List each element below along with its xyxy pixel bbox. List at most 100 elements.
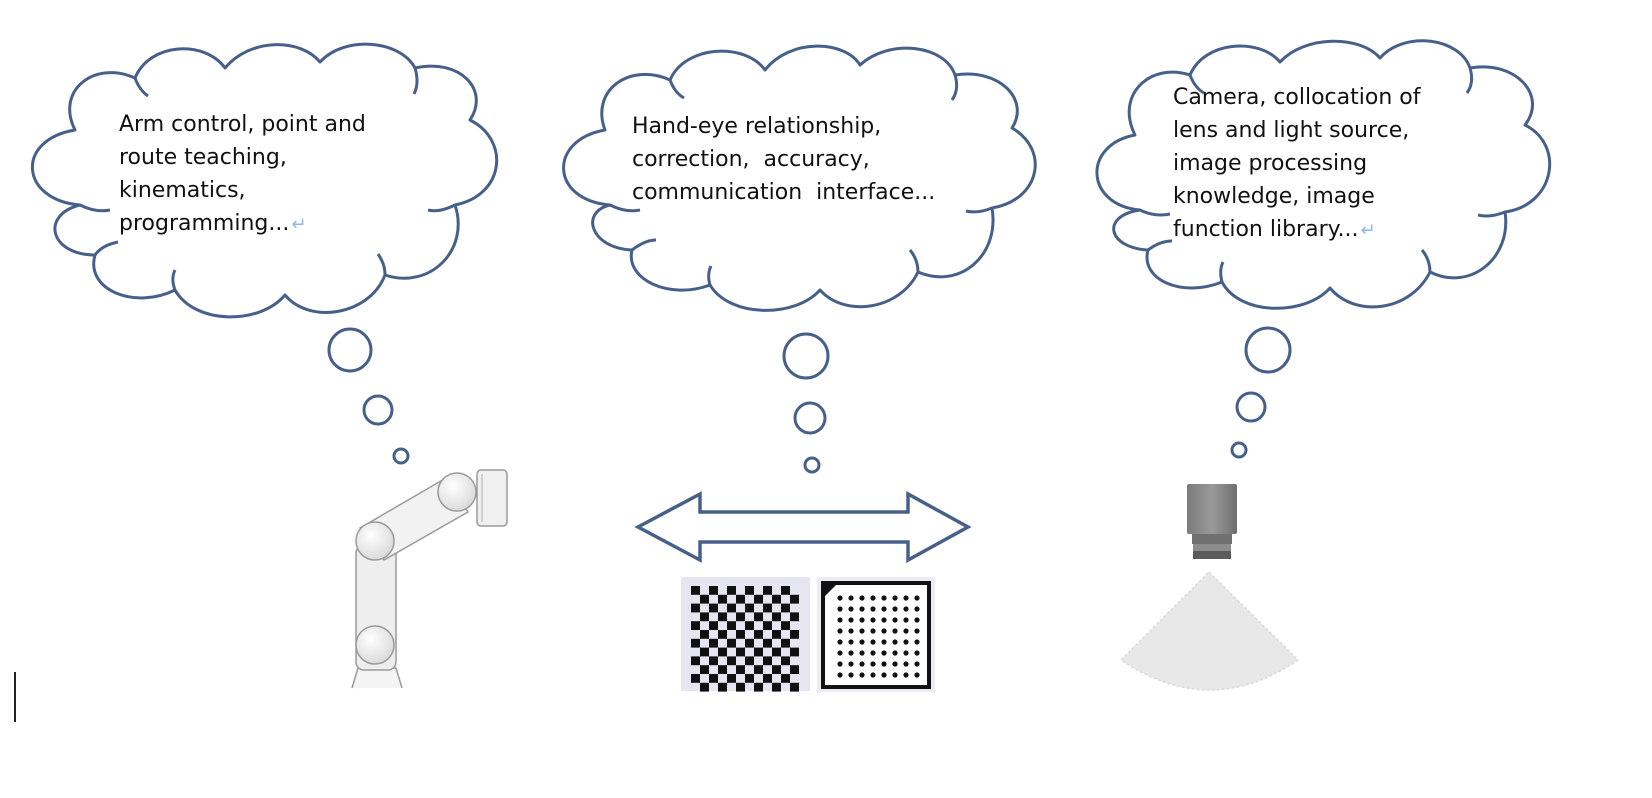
- calibration-dot: [881, 617, 887, 623]
- checker-square: [709, 621, 718, 630]
- checker-square: [718, 647, 727, 657]
- checker-square: [727, 674, 736, 683]
- checker-square: [781, 603, 790, 613]
- checkerboard-calibration-icon: [681, 577, 810, 692]
- calibration-dot: [903, 672, 909, 678]
- checker-square: [781, 638, 790, 648]
- calibration-dot: [837, 606, 843, 612]
- checker-square: [772, 665, 781, 674]
- thought-bubbles-hand-eye: [782, 332, 830, 474]
- checker-square: [691, 638, 700, 648]
- calibration-dot: [837, 661, 843, 667]
- calibration-dot: [892, 617, 898, 623]
- checker-square: [736, 594, 745, 604]
- checker-square: [709, 674, 718, 683]
- calibration-dot: [881, 672, 887, 678]
- checker-square: [700, 612, 709, 622]
- calibration-dot: [914, 595, 920, 601]
- checker-square: [691, 603, 700, 613]
- calibration-dot: [848, 595, 854, 601]
- checker-square: [718, 630, 727, 639]
- calibration-dot: [903, 639, 909, 645]
- text-line: image processing: [1173, 151, 1368, 176]
- calibration-dot: [892, 650, 898, 656]
- checker-square: [781, 674, 790, 683]
- checker-square: [745, 603, 754, 613]
- checker-square: [754, 594, 763, 604]
- checker-square: [709, 586, 718, 595]
- checker-square: [727, 603, 736, 613]
- calibration-dot: [881, 628, 887, 634]
- checker-square: [736, 665, 745, 674]
- calibration-dot: [870, 650, 876, 656]
- checker-square: [745, 586, 754, 595]
- calibration-dot: [903, 628, 909, 634]
- calibration-dot: [837, 650, 843, 656]
- calibration-dot: [903, 595, 909, 601]
- checker-square: [700, 665, 709, 674]
- dot-grid-calibration-icon: [817, 577, 935, 692]
- checker-square: [745, 656, 754, 666]
- calibration-dot: [870, 595, 876, 601]
- text-line: route teaching,: [119, 145, 287, 170]
- checker-square: [763, 603, 772, 613]
- calibration-dot: [837, 628, 843, 634]
- checker-square: [772, 612, 781, 622]
- calibration-dot: [914, 639, 920, 645]
- checker-square: [700, 647, 709, 657]
- checker-square: [709, 603, 718, 613]
- calibration-dot: [848, 639, 854, 645]
- text-line: Arm control, point and: [119, 112, 366, 137]
- calibration-dot: [903, 650, 909, 656]
- checker-square: [763, 674, 772, 683]
- calibration-dot: [892, 639, 898, 645]
- checker-square: [781, 656, 790, 666]
- checker-square: [790, 665, 799, 674]
- thought-cloud-hand-eye: [562, 44, 1037, 312]
- calibration-dot: [914, 672, 920, 678]
- checker-square: [754, 665, 763, 674]
- checker-square: [763, 656, 772, 666]
- checker-square: [718, 612, 727, 622]
- text-line: programming...↵: [119, 207, 366, 241]
- calibration-dot: [903, 617, 909, 623]
- checker-square: [790, 682, 799, 692]
- calibration-dot: [859, 672, 865, 678]
- checker-square: [718, 682, 727, 692]
- checker-square: [727, 638, 736, 648]
- calibration-dot: [870, 617, 876, 623]
- cloud-shape: [562, 44, 1037, 312]
- checker-square: [790, 612, 799, 622]
- checker-square: [718, 665, 727, 674]
- calibration-dot: [859, 661, 865, 667]
- text-line-content: function library...: [1173, 217, 1359, 242]
- calibration-dot: [859, 639, 865, 645]
- cloud-shape: [1095, 39, 1552, 310]
- checker-square: [727, 656, 736, 666]
- calibration-dot: [903, 661, 909, 667]
- cloud-text-hand-eye: Hand-eye relationship, correction, accur…: [632, 110, 935, 209]
- checker-square: [790, 594, 799, 604]
- calibration-dot: [859, 650, 865, 656]
- calibration-dot: [881, 661, 887, 667]
- calibration-dot: [859, 617, 865, 623]
- checker-square: [745, 638, 754, 648]
- checker-square: [691, 656, 700, 666]
- calibration-dot: [914, 661, 920, 667]
- calibration-dot: [892, 606, 898, 612]
- checker-square: [691, 674, 700, 683]
- calibration-dot: [859, 595, 865, 601]
- checker-square: [772, 682, 781, 692]
- calibration-dot: [870, 606, 876, 612]
- cloud-text-camera: Camera, collocation of lens and light so…: [1173, 81, 1420, 247]
- checker-square: [790, 630, 799, 639]
- checker-square: [691, 586, 700, 595]
- calibration-dot: [848, 661, 854, 667]
- cloud-shape: [31, 42, 499, 319]
- calibration-dot: [848, 606, 854, 612]
- checker-square: [700, 682, 709, 692]
- calibration-dot: [848, 672, 854, 678]
- checker-square: [736, 612, 745, 622]
- text-line: lens and light source,: [1173, 118, 1410, 143]
